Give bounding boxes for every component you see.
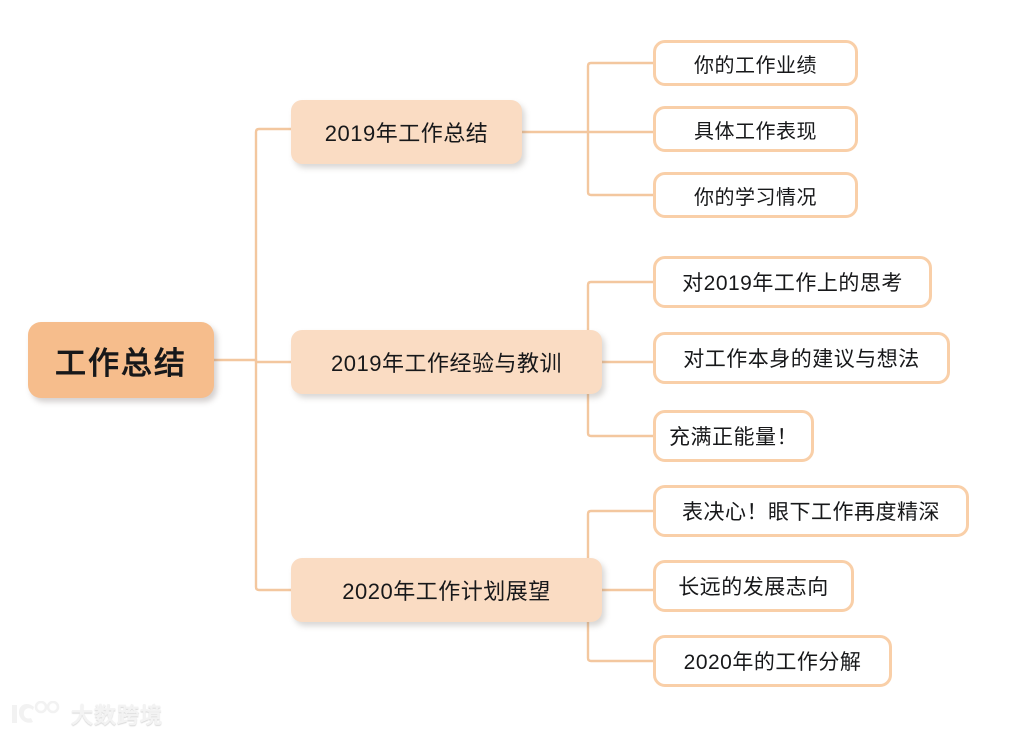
mindmap-branch-node-3[interactable]: 2020年工作计划展望	[291, 558, 602, 622]
connector-g1-top	[586, 61, 655, 134]
mindmap-branch-node-2[interactable]: 2019年工作经验与教训	[291, 330, 602, 394]
mindmap-leaf-node-1-1[interactable]: 你的工作业绩	[653, 40, 858, 86]
mindmap-leaf-node-3-1[interactable]: 表决心！眼下工作再度精深	[653, 485, 969, 537]
mindmap-leaf-node-3-2[interactable]: 长远的发展志向	[653, 560, 854, 612]
connector-g1-bottom	[586, 130, 655, 197]
mindmap-leaf-node-1-3[interactable]: 你的学习情况	[653, 172, 858, 218]
connector-trunk-main-lower	[254, 358, 293, 592]
connector-trunk-main	[254, 127, 293, 362]
mindmap-leaf-node-2-2[interactable]: 对工作本身的建议与想法	[653, 332, 950, 384]
watermark: 大数跨境	[8, 698, 163, 730]
ic-circles-logo-icon	[12, 701, 60, 723]
mindmap-branch-node-1[interactable]: 2019年工作总结	[291, 100, 522, 164]
mindmap-leaf-node-1-2[interactable]: 具体工作表现	[653, 106, 858, 152]
watermark-text: 大数跨境	[71, 703, 164, 728]
mindmap-leaf-node-2-3[interactable]: 充满正能量！	[653, 410, 814, 462]
mindmap-leaf-node-2-1[interactable]: 对2019年工作上的思考	[653, 256, 932, 308]
mindmap-root-node[interactable]: 工作总结	[28, 322, 214, 398]
mindmap-leaf-node-3-3[interactable]: 2020年的工作分解	[653, 635, 892, 687]
